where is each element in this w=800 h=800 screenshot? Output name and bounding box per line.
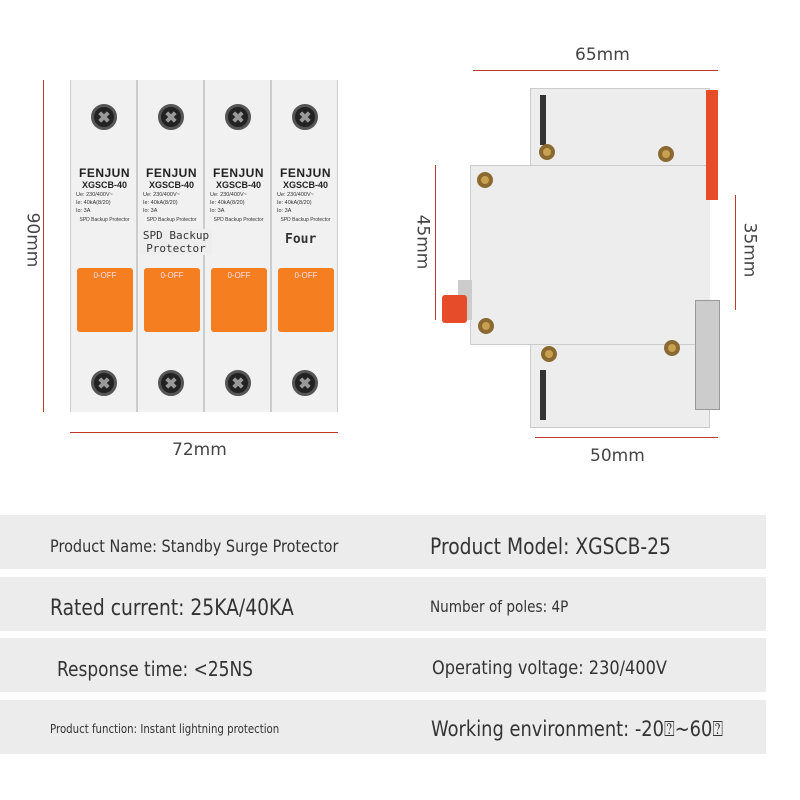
spec-ue: Ue: 230/400V~ bbox=[76, 192, 113, 198]
screw-hole-icon bbox=[477, 172, 493, 188]
side-width-top-label: 65mm bbox=[575, 45, 630, 65]
model-text: XGSCB-40 bbox=[215, 180, 261, 190]
overlay-four-text: Four bbox=[285, 232, 317, 247]
side-height-left-label: 45mm bbox=[412, 214, 433, 270]
breaker-pole: FENJUN XGSCB-40 Ue: 230/400V~ Ie: 40kA(8… bbox=[271, 80, 338, 412]
spec-io: Io: 3A bbox=[277, 208, 292, 214]
screw-icon bbox=[225, 370, 251, 396]
operating-voltage: Operating voltage: 230/400V bbox=[432, 657, 667, 679]
model-text: XGSCB-40 bbox=[81, 180, 127, 190]
spec-row: Response time: <25NS Operating voltage: … bbox=[0, 638, 766, 692]
screw-icon bbox=[91, 104, 117, 130]
spd-label: SPD Backup Protector bbox=[280, 217, 331, 223]
width-dimension-label: 72mm bbox=[172, 440, 227, 460]
breaker-handle[interactable]: 0-OFF bbox=[144, 268, 200, 332]
product-function: Product function: Instant lightning prot… bbox=[50, 722, 280, 736]
spec-io: Io: 3A bbox=[210, 208, 225, 214]
spd-label: SPD Backup Protector bbox=[79, 217, 130, 223]
pole-label: FENJUN XGSCB-40 Ue: 230/400V~ Ie: 40kA(8… bbox=[140, 166, 203, 224]
spec-ie: Ie: 40kA(8/20) bbox=[277, 200, 312, 206]
pole-label: FENJUN XGSCB-40 Ue: 230/400V~ Ie: 40kA(8… bbox=[274, 166, 337, 224]
screw-hole-icon bbox=[541, 346, 557, 362]
side-width-bottom-label: 50mm bbox=[590, 446, 645, 466]
side-height-right-line bbox=[735, 195, 736, 310]
spd-label: SPD Backup Protector bbox=[146, 217, 197, 223]
brand-text: FENJUN bbox=[78, 166, 130, 180]
rated-current: Rated current: 25KA/40KA bbox=[50, 596, 294, 621]
side-height-right-label: 35mm bbox=[739, 222, 760, 278]
screw-icon bbox=[292, 104, 318, 130]
spec-ie: Ie: 40kA(8/20) bbox=[143, 200, 178, 206]
width-dimension-line bbox=[70, 432, 338, 433]
side-slot bbox=[540, 95, 546, 145]
side-body-front bbox=[470, 165, 710, 345]
screw-icon bbox=[91, 370, 117, 396]
handle-label: 0-OFF bbox=[227, 271, 251, 280]
product-model: Product Model: XGSCB-25 bbox=[430, 535, 671, 560]
screw-icon bbox=[158, 104, 184, 130]
working-environment: Working environment: -20⍰~60⍰ bbox=[431, 717, 724, 741]
height-dimension-label: 90mm bbox=[22, 212, 43, 268]
handle-label: 0-OFF bbox=[93, 271, 117, 280]
spec-ie: Ie: 40kA(8/20) bbox=[76, 200, 111, 206]
handle-label: 0-OFF bbox=[160, 271, 184, 280]
spec-ue: Ue: 230/400V~ bbox=[143, 192, 180, 198]
side-handle bbox=[442, 295, 467, 323]
side-red-strip bbox=[706, 90, 718, 200]
handle-label: 0-OFF bbox=[294, 271, 318, 280]
spec-ue: Ue: 230/400V~ bbox=[277, 192, 314, 198]
breaker-pole: FENJUN XGSCB-40 Ue: 230/400V~ Ie: 40kA(8… bbox=[204, 80, 271, 412]
spec-io: Io: 3A bbox=[143, 208, 158, 214]
screw-hole-icon bbox=[478, 318, 494, 334]
spec-ie: Ie: 40kA(8/20) bbox=[210, 200, 245, 206]
breaker-handle[interactable]: 0-OFF bbox=[278, 268, 334, 332]
side-slot bbox=[540, 370, 546, 420]
screw-hole-icon bbox=[664, 340, 680, 356]
side-height-left-line bbox=[435, 165, 436, 320]
pole-label: FENJUN XGSCB-40 Ue: 230/400V~ Ie: 40kA(8… bbox=[207, 166, 270, 224]
number-of-poles: Number of poles: 4P bbox=[430, 597, 569, 616]
model-text: XGSCB-40 bbox=[282, 180, 328, 190]
screw-icon bbox=[158, 370, 184, 396]
screw-icon bbox=[225, 104, 251, 130]
spd-label: SPD Backup Protector bbox=[213, 217, 264, 223]
breaker-pole: FENJUN XGSCB-40 Ue: 230/400V~ Ie: 40kA(8… bbox=[70, 80, 137, 412]
response-time: Response time: <25NS bbox=[57, 657, 253, 681]
pole-label: FENJUN XGSCB-40 Ue: 230/400V~ Ie: 40kA(8… bbox=[73, 166, 136, 224]
spec-row: Rated current: 25KA/40KA Number of poles… bbox=[0, 577, 766, 631]
screw-hole-icon bbox=[539, 144, 555, 160]
overlay-spd-text: SPD Backup Protector bbox=[140, 229, 212, 255]
spec-io: Io: 3A bbox=[76, 208, 91, 214]
din-clip bbox=[695, 300, 720, 410]
side-width-bottom-line bbox=[535, 437, 718, 438]
brand-text: FENJUN bbox=[145, 166, 197, 180]
brand-text: FENJUN bbox=[212, 166, 264, 180]
spec-row: Product function: Instant lightning prot… bbox=[0, 700, 766, 754]
breaker-handle[interactable]: 0-OFF bbox=[77, 268, 133, 332]
model-text: XGSCB-40 bbox=[148, 180, 194, 190]
product-name: Product Name: Standby Surge Protector bbox=[50, 537, 339, 557]
side-width-top-line bbox=[473, 70, 718, 71]
height-dimension-line bbox=[43, 80, 44, 412]
spec-ue: Ue: 230/400V~ bbox=[210, 192, 247, 198]
brand-text: FENJUN bbox=[279, 166, 331, 180]
screw-icon bbox=[292, 370, 318, 396]
spec-row: Product Name: Standby Surge Protector Pr… bbox=[0, 515, 766, 569]
screw-hole-icon bbox=[658, 146, 674, 162]
breaker-handle[interactable]: 0-OFF bbox=[211, 268, 267, 332]
